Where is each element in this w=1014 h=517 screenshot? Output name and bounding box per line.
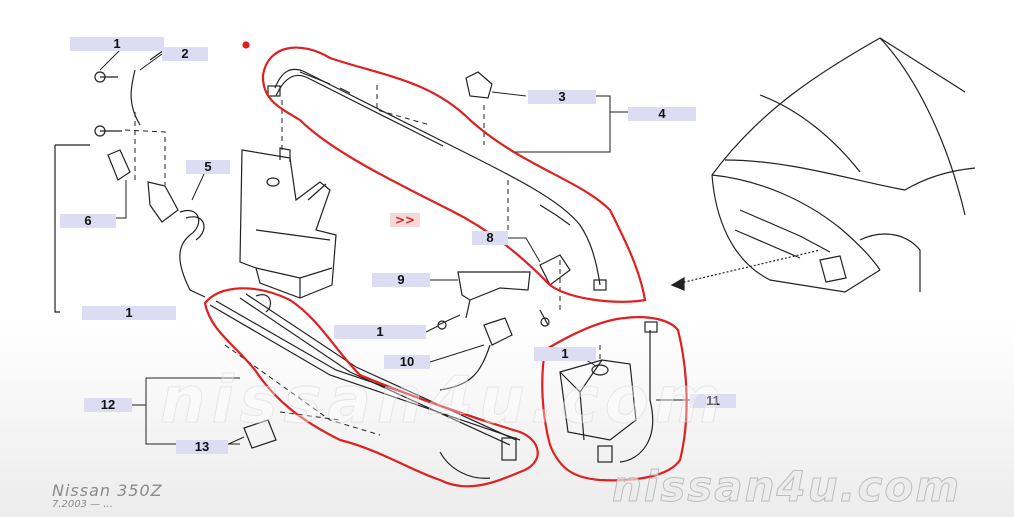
callout-5: 5 [186, 160, 230, 174]
joint-part [483, 317, 513, 346]
car-pointer-arrow [671, 249, 821, 286]
continuation-arrow-tag: >> [390, 213, 420, 227]
washer-nozzle-part [539, 254, 571, 286]
joint-hose [439, 344, 491, 391]
guide-lines [124, 85, 601, 436]
footer-date: 7.2003 — ... [52, 499, 113, 510]
highlight-lower-hoses [203, 287, 539, 488]
callout-10: 10 [384, 355, 430, 369]
washer-tank-part [239, 147, 337, 299]
callout-1-top: 1 [70, 37, 164, 51]
highlight-pump [541, 316, 688, 482]
callout-2-top: 2 [162, 47, 208, 61]
bracket-leader-line [54, 145, 60, 313]
highlight-upper-hose [261, 46, 647, 303]
callout-13: 13 [176, 440, 228, 454]
callout-1-mid: 1 [334, 325, 426, 339]
callout-4: 4 [628, 107, 696, 121]
highlight-outlines [203, 41, 688, 488]
callout-12: 12 [84, 398, 132, 412]
hose-bracket-part [243, 419, 277, 449]
mounting-bracket-leg [465, 299, 471, 319]
car-pointer-arrowhead [670, 276, 685, 291]
callout-1-right: 1 [534, 347, 596, 361]
parts-line-art [54, 37, 976, 479]
callout-11: 11 [690, 394, 736, 408]
bolt-parts [437, 309, 550, 330]
car-outline [711, 37, 976, 293]
footer-model-name: Nissan 350Z [52, 481, 163, 500]
callout-1-left: 1 [82, 306, 176, 320]
highlight-marker-dot [242, 41, 250, 49]
background-watermark: nissan4u.com [159, 364, 728, 439]
site-watermark: nissan4u.com [611, 462, 962, 512]
callout-3: 3 [528, 90, 596, 104]
callout-9: 9 [372, 273, 430, 287]
callout-6: 6 [60, 214, 116, 228]
nozzle-bracket-part [94, 49, 206, 298]
upper-washer-hose-part [267, 68, 607, 291]
callout-8: 8 [472, 231, 508, 245]
mounting-bracket-part [457, 271, 531, 301]
hose-clip-part [465, 71, 493, 99]
washer-pump-part [559, 321, 658, 463]
